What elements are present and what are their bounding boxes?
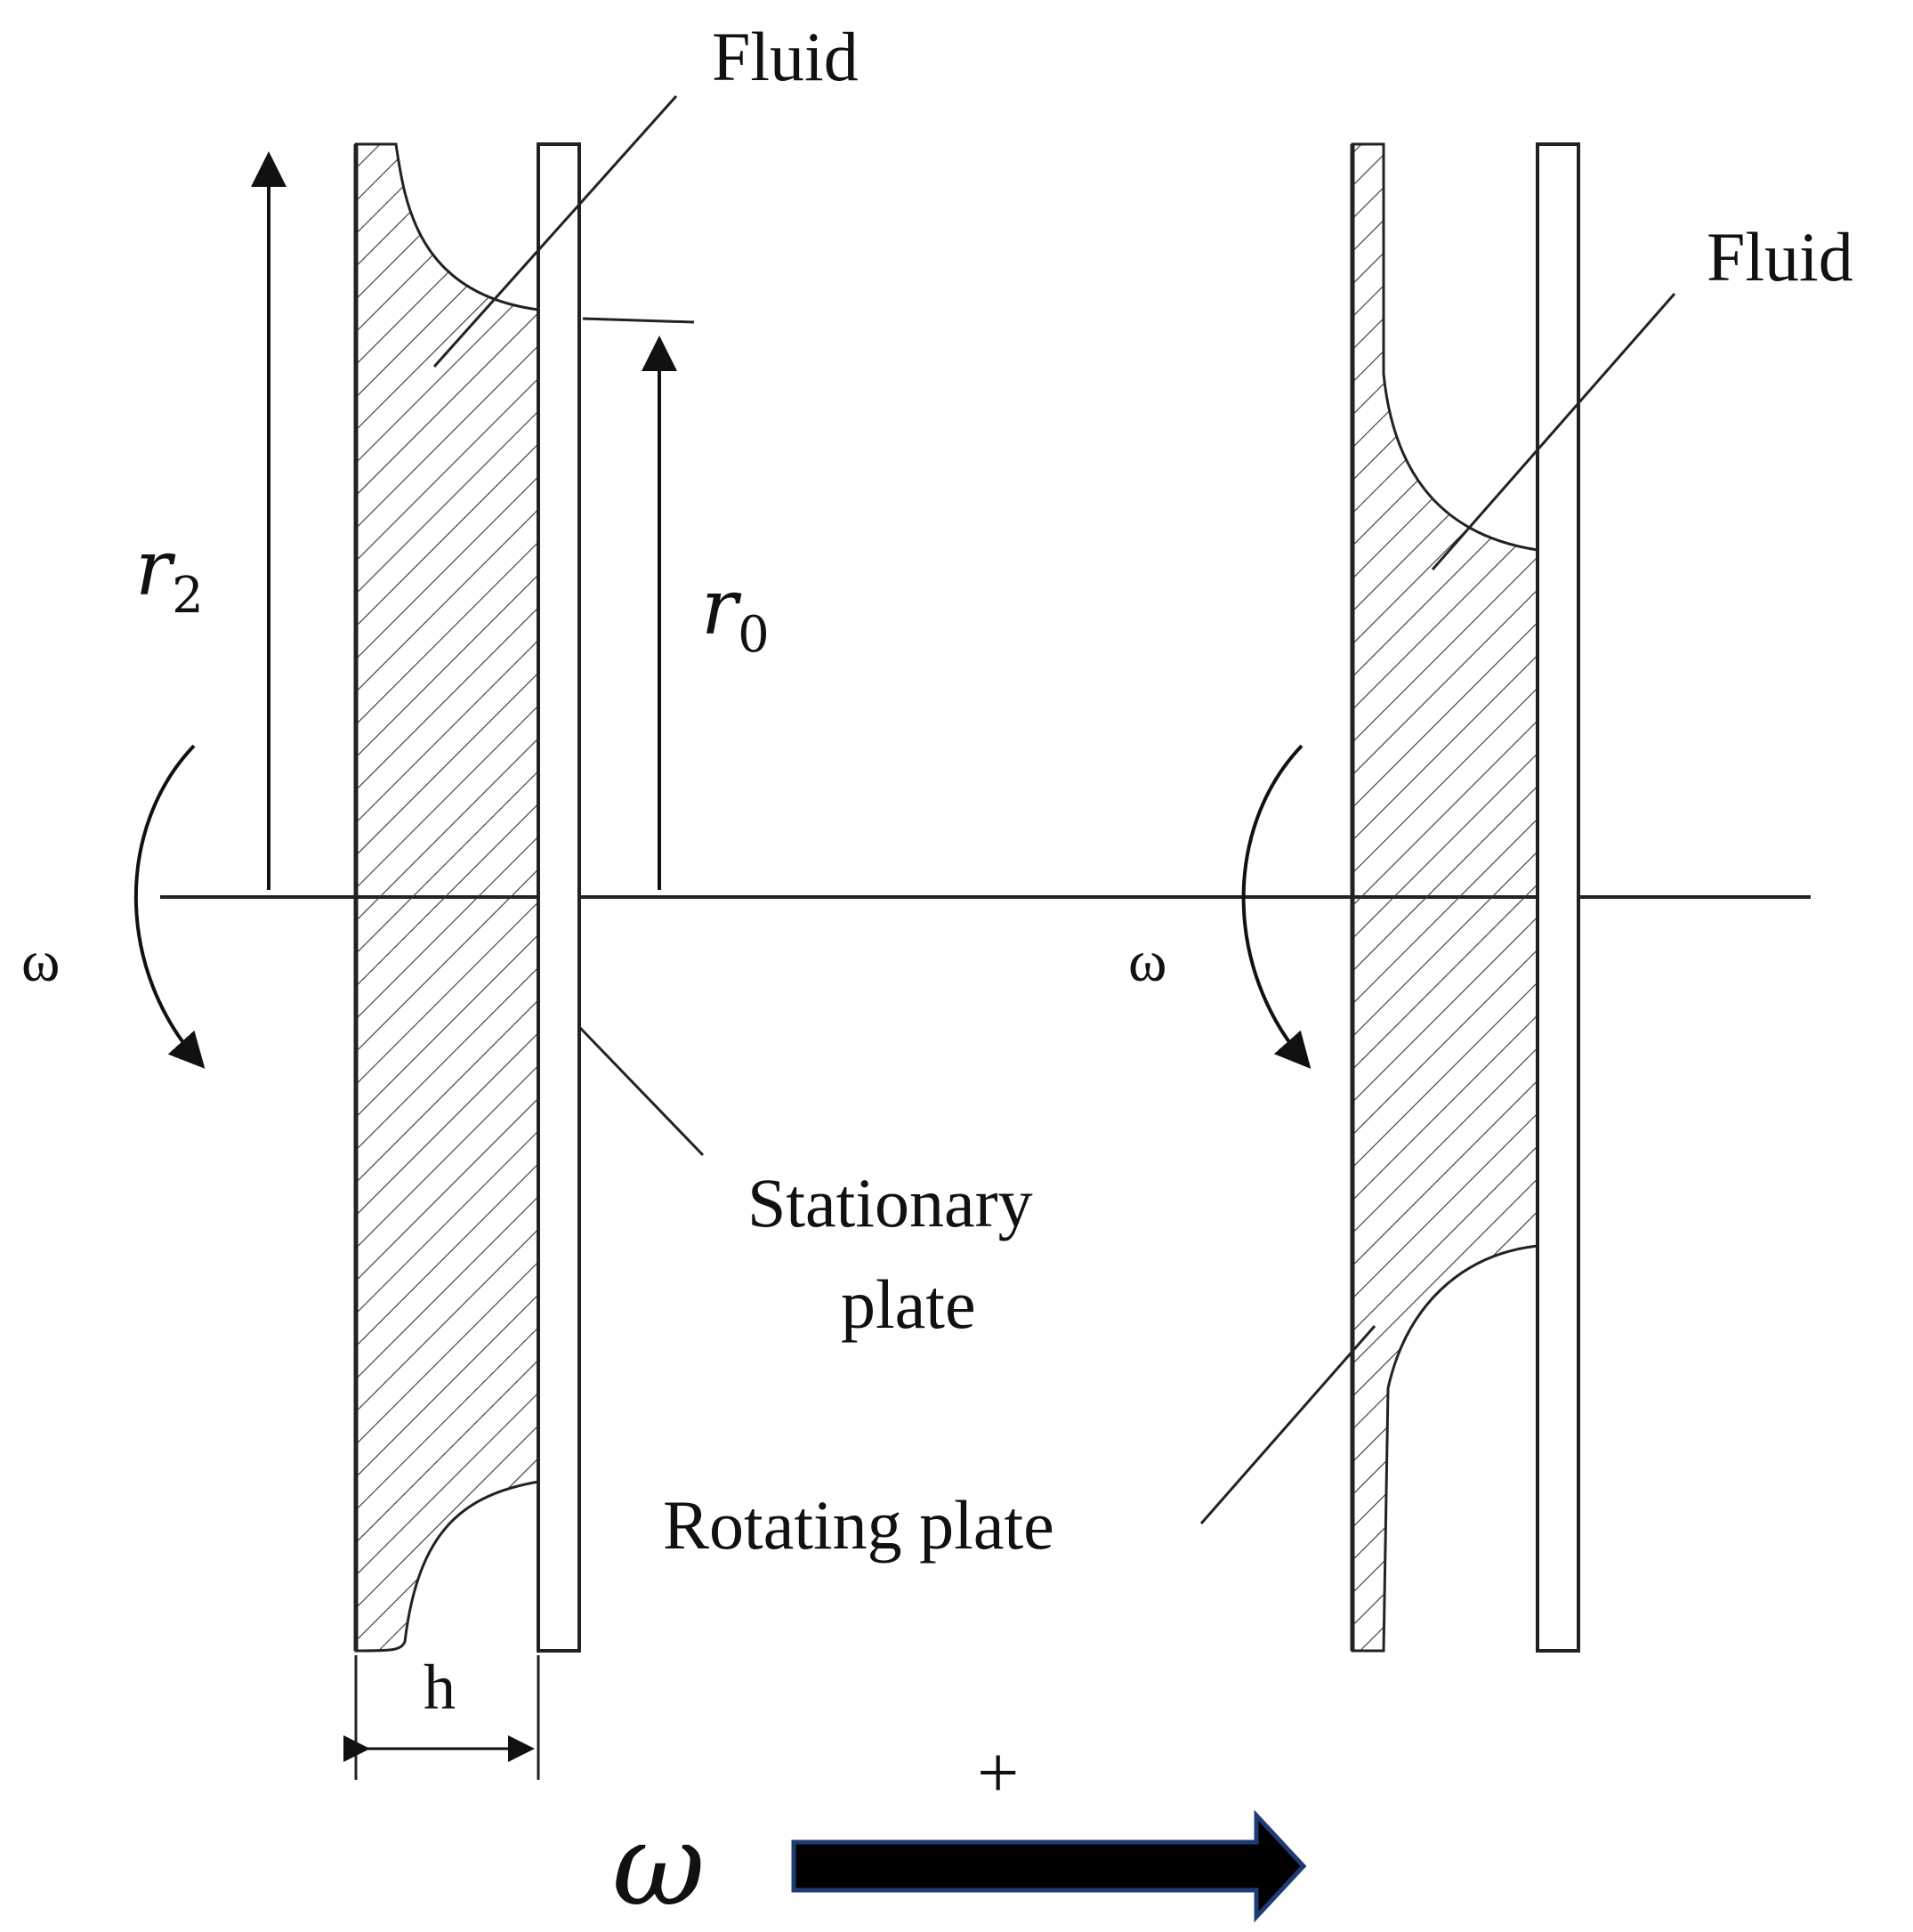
r0-reference-line [582,317,695,324]
r2-label: r2 [135,524,204,625]
positive-direction-arrow [791,1809,1307,1923]
omega-direction-label: ω [612,1799,705,1932]
r0-label: r0 [701,563,770,664]
stationary-plate-leader [578,1026,705,1157]
right-assembly [1199,142,1676,1653]
fluid-left-label: Fluid [712,18,859,95]
rotating-plate-leader [1199,1325,1376,1524]
fluid-left-leader [432,94,678,368]
stationary-plate-label-line2: plate [841,1265,976,1343]
omega-left-label: ω [21,929,60,994]
left-stationary-plate [537,142,581,1653]
plus-sign: + [977,1732,1019,1815]
omega-left-rotation-arrow [133,744,206,1069]
omega-right-rotation-arrow [1241,744,1312,1069]
rotating-plate-label: Rotating plate [663,1486,1054,1564]
stationary-plate-label-line1: Stationary [747,1164,1033,1241]
gap-h-label: h [424,1652,456,1723]
left-assembly [133,94,705,1780]
right-stationary-plate [1536,142,1580,1653]
left-fluid-region [354,142,540,1653]
omega-right-label: ω [1128,929,1166,994]
fluid-right-label: Fluid [1707,218,1853,295]
right-fluid-region [1351,142,1539,1653]
fluid-right-leader [1431,293,1676,570]
